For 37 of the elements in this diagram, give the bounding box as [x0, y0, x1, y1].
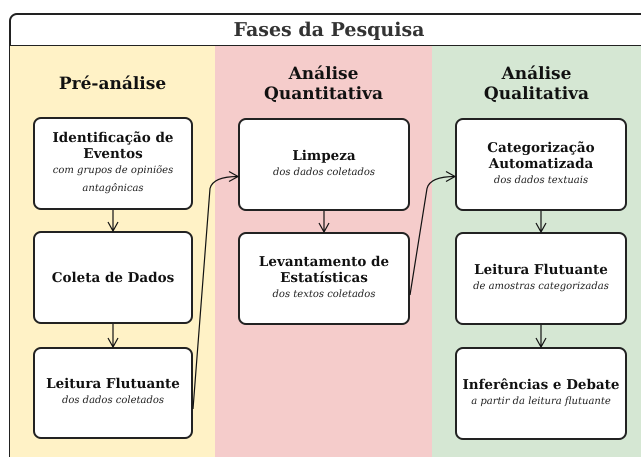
arrow	[409, 171, 456, 296]
arrow	[318, 211, 330, 233]
step-box	[238, 232, 410, 325]
arrow	[192, 171, 239, 410]
step-subtitle: dos textos coletados	[272, 288, 376, 302]
step-box	[455, 347, 627, 440]
step-box	[238, 118, 410, 211]
step-subtitle: dos dados textuais	[494, 174, 588, 188]
step-title: Leitura Flutuante	[46, 376, 180, 392]
step-title: Identificação de Eventos	[51, 130, 174, 162]
step-title: Categorização Automatizada	[486, 140, 596, 172]
arrow	[107, 210, 119, 232]
phase-column	[10, 46, 215, 457]
step-box	[33, 117, 193, 210]
step-box	[33, 347, 193, 439]
frame-panel	[9, 13, 641, 457]
step-subtitle: de amostras categorizadas	[473, 280, 609, 294]
phase-heading: Pré-análise	[58, 74, 168, 94]
step-subtitle: dos dados coletados	[272, 166, 376, 180]
step-subtitle: a partir da leitura flutuante	[471, 394, 611, 408]
step-box	[455, 118, 627, 211]
step-title: Leitura Flutuante	[474, 262, 608, 278]
arrow	[107, 324, 119, 348]
step-box	[33, 231, 193, 324]
arrow	[535, 211, 547, 233]
phase-heading: Análise Quantitativa	[263, 64, 384, 104]
arrow	[535, 325, 547, 348]
step-title: Levantamento de Estatísticas	[258, 254, 390, 286]
phase-column	[432, 46, 641, 457]
step-title: Inferências e Debate	[462, 376, 620, 392]
step-subtitle: dos dados coletados	[62, 394, 164, 408]
step-box	[455, 232, 627, 325]
step-title: Coleta de Dados	[52, 270, 174, 286]
phase-column	[215, 46, 432, 457]
step-subtitle: com grupos de opiniões antagônicas	[52, 164, 174, 196]
phase-heading: Análise Qualitativa	[482, 64, 590, 104]
step-title: Limpeza	[292, 148, 356, 164]
